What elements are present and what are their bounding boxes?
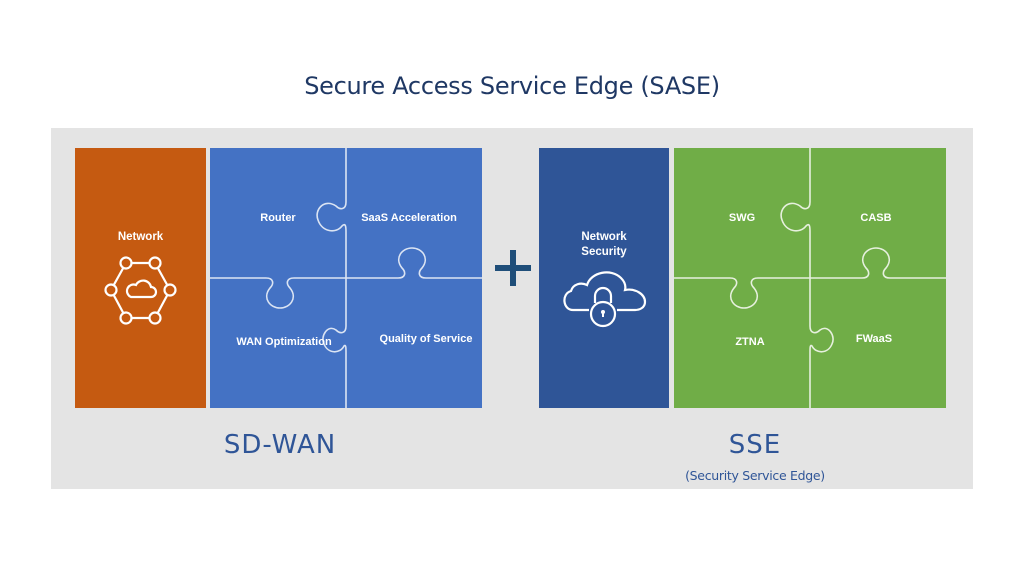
network-label: Network [117,231,164,243]
plus-icon [495,250,531,286]
sse-vertical-seam [780,148,834,408]
sdwan-puzzle: Router SaaS Acceleration WAN Optimizatio… [210,148,482,408]
network-security-block: Network Security [539,148,669,408]
sse-puzzle-graphic [674,148,946,408]
sse-puzzle: SWG CASB ZTNA FWaaS [674,148,946,408]
puzzle-piece-router: Router [260,212,296,224]
puzzle-piece-swg: SWG [728,212,756,224]
puzzle-piece-ztna: ZTNA [735,336,765,348]
sse-section-sublabel: (Security Service Edge) [685,468,825,483]
puzzle-piece-quality-of-service: Quality of Service [379,333,473,345]
sdwan-section-label: SD-WAN [223,430,337,460]
network-cloud-icon [104,256,177,325]
puzzle-piece-wan-optimization: WAN Optimization [236,336,332,348]
diagram-title: Secure Access Service Edge (SASE) [304,72,720,100]
sdwan-horizontal-seam [210,247,482,309]
sse-horizontal-seam [674,247,946,309]
network-security-label-line2: Security [581,246,627,258]
puzzle-piece-casb: CASB [860,212,892,224]
cloud-lock-icon [563,271,647,328]
network-block: Network [75,148,206,408]
puzzle-piece-saas-acceleration: SaaS Acceleration [361,212,457,224]
sdwan-puzzle-graphic [210,148,482,408]
sse-section-label: SSE [728,430,782,460]
sdwan-vertical-seam [316,148,347,408]
network-security-label-line1: Network [581,231,627,243]
puzzle-piece-fwaas: FWaaS [855,333,893,345]
